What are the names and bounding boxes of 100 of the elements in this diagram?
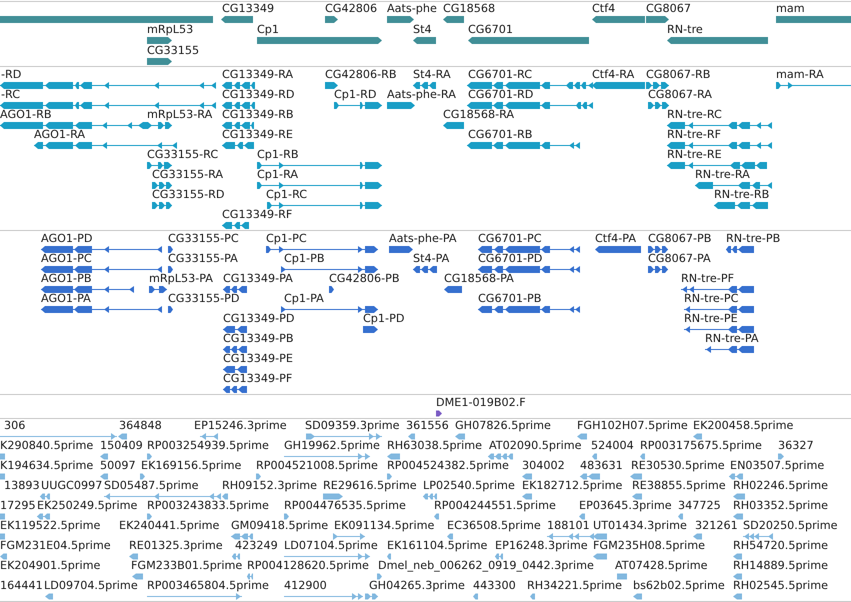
est-label: 304002 [522,459,565,473]
est-label: bs62b02.5prime [633,579,725,593]
est-label: EK204901.5prime [0,559,100,573]
est-label: EP03645.3prime [579,499,672,513]
est-label: RP003465804.5prime [147,579,269,593]
est-label: EK091134.5prime [334,519,434,533]
transcript-label: RN-tre-RB [714,188,770,202]
gene-label: CG33155 [147,44,200,58]
est-label: RP004524382.5prime [387,459,509,473]
est-label: 524004 [591,439,634,453]
est-label: RH02246.5prime [733,479,828,493]
est-label: RE29616.5prime [323,479,417,493]
gene-label: Ctf4 [592,2,616,16]
transcript-label: -RD [1,68,22,82]
protein-label: RN-tre-PC [684,292,738,306]
gene-label: CG6701 [468,23,513,37]
est-label: RE01325.3prime [129,539,223,553]
transcript-label: CG13349-RA [222,68,294,82]
protein-label: Cp1-PB [284,252,324,266]
est-label: EK240441.5prime [119,519,220,533]
est-label: AT02090.5prime [489,439,582,453]
protein-label: CG6701-PC [478,232,542,246]
est-label: RP004128620.5prime [247,559,369,573]
est-label: K194634.5prime [0,459,94,473]
est-label: K290840.5prime [0,439,94,453]
est-label: RE38855.5prime [632,479,726,493]
protein-label: RN-tre-PF [681,272,734,286]
transcript-label: CG13349-RF [222,208,292,222]
transcript-label: CG13349-RD [222,88,294,102]
gene-label: CG42806 [325,2,378,16]
est-label: LD09704.5prime [44,579,138,593]
protein-label: CG33155-PA [168,252,238,266]
transcript-label: CG18568-RA [443,108,514,122]
est-label: GH19962.5prime [284,439,380,453]
est-label: EK200458.5prime [693,419,794,433]
protein-label: Cp1-PA [284,292,324,306]
gene-label: Aats-phe [387,2,437,16]
protein-label: Cp1-PC [266,232,307,246]
transcript-label: RN-tre-RF [667,128,722,142]
est-label: Dmel_neb_006262_0919_0442.3prime [378,559,594,573]
est-label: 347725 [678,499,721,513]
est-label: EP15246.3prime [194,419,287,433]
est-label: AT07428.5prime [615,559,708,573]
est-label: EC36508.5prime [447,519,541,533]
transcript-label: RN-tre-RC [667,108,722,122]
transcript-label: Cp1-RC [266,188,308,202]
protein-label: CG6701-PD [478,252,542,266]
transcript-label: Ctf4-RA [592,68,634,82]
gene-label: RN-tre [667,23,703,37]
transcript-label: mam-RA [776,68,824,82]
est-label: 150409 [100,439,143,453]
transcript-label: CG33155-RD [152,188,224,202]
gene-label: CG8067 [646,2,691,16]
transcript-label: CG6701-RB [468,128,532,142]
est-label: EK182712.5prime [522,479,622,493]
est-label: SD20250.5prime [743,519,838,533]
est-label: 423249 [235,539,278,553]
transcript-label: RN-tre-RA [695,168,750,182]
est-label: RP003175675.5prime [640,439,762,453]
est-label: 483631 [580,459,623,473]
gene-label: Cp1 [257,23,280,37]
est-label: 36327 [778,439,814,453]
transcript-label: Cp1-RA [257,168,298,182]
est-label: FGM231E04.5prime [0,539,111,553]
est-label: RH54720.5prime [733,539,828,553]
transcript-label: Cp1-RD [334,88,376,102]
protein-label: RN-tre-PA [705,332,759,346]
protein-label: CG13349-PA [223,272,293,286]
protein-label: AGO1-PB [41,272,92,286]
est-label: RH09152.3prime [222,479,318,493]
est-label: EP16248.3prime [495,539,588,553]
est-label: EK169156.5prime [141,459,242,473]
protein-label: CG8067-PA [648,252,711,266]
est-label: RH02545.5prime [733,579,828,593]
est-label: GH07826.5prime [455,419,551,433]
protein-label: CG6701-PB [478,292,542,306]
est-label: 17295 [0,499,36,513]
protein-label: CG13349-PF [223,372,292,386]
protein-label: Aats-phe-PA [389,232,457,246]
protein-label: Cp1-PD [363,312,404,326]
est-label: 443300 [473,579,516,593]
protein-label: CG33155-PC [168,232,239,246]
transcript-label: CG33155-RA [152,168,224,182]
protein-label: CG13349-PE [223,352,293,366]
est-label: RP004476535.5prime [284,499,406,513]
transcript-label: AGO1-RA [34,128,86,142]
est-label: GH04265.3prime [369,579,465,593]
transcript-label: mRpL53-RA [147,108,212,122]
est-label: 188101 [547,519,590,533]
protein-label: AGO1-PA [41,292,91,306]
protein-label: CG33155-PD [168,292,240,306]
transcript-label: CG6701-RD [468,88,534,102]
gene-label: mRpL53 [147,23,194,37]
protein-label: CG18568-PA [444,272,514,286]
est-label: RE30530.5prime [631,459,725,473]
est-label: 50097 [100,459,136,473]
est-label: FGH102H07.5prime [577,419,688,433]
protein-label: CG13349-PD [223,312,294,326]
protein-label: RN-tre-PE [684,312,738,326]
transcript-label: -RC [1,88,20,102]
